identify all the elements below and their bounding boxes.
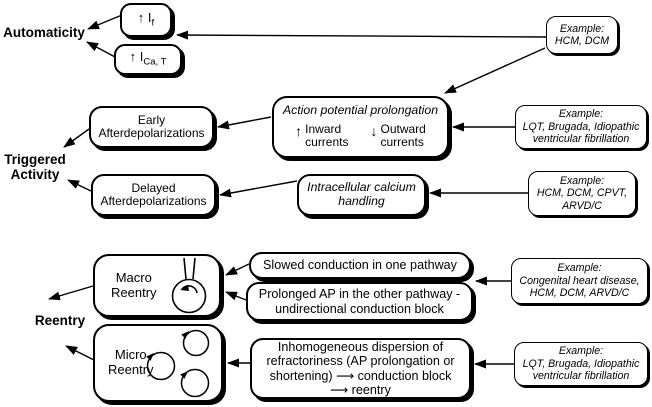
example-line: Example: <box>559 22 605 35</box>
arrow-delayed-to-triggered <box>67 179 92 192</box>
automaticity-label: Automaticity <box>3 25 85 40</box>
box-line: handling <box>338 194 385 208</box>
example-eads-box: Example: LQT, Brugada, Idiopathic ventri… <box>515 105 647 149</box>
example-line: HCM, DCM, ARVD/C <box>529 287 630 300</box>
box-line: Reentry <box>111 284 157 300</box>
arrow-prolonged-to-macro <box>225 291 247 301</box>
box-line: Prolonged AP in the other pathway - <box>258 287 461 302</box>
box-line: Inhomogeneous dispersion of <box>277 339 444 354</box>
reentry-label: Reentry <box>34 313 86 328</box>
micro-reentry-circles-icon <box>146 329 210 398</box>
box-line: refractoriness (AP prolongation or <box>266 354 455 369</box>
box-line: currents <box>305 135 349 150</box>
box-line: Micro <box>114 347 147 363</box>
box-line: currents <box>380 135 424 150</box>
arrow-calcium-to-delayed <box>219 180 298 198</box>
example-line: Congenital heart disease, <box>519 274 640 287</box>
box-line: Slowed conduction in one pathway <box>263 258 457 273</box>
example-automaticity-box: Example: HCM, DCM <box>546 16 618 54</box>
inward-currents: ↑ Inward currents <box>295 122 349 150</box>
box-line: Macro <box>115 269 152 285</box>
down-arrow-icon: ↓ <box>370 123 378 140</box>
arrow-slowed-to-macro <box>225 263 250 276</box>
arrow-if-to-automaticity <box>87 14 123 30</box>
arrow-icat-to-automaticity <box>86 41 116 58</box>
inhomogeneous-dispersion-box: Inhomogeneous dispersion of refractorine… <box>250 338 471 399</box>
macro-reentry-box: Macro Reentry <box>93 254 221 317</box>
example-line: LQT, Brugada, Idiopathic <box>522 357 640 370</box>
up-arrow-icon: ↑ <box>137 9 145 25</box>
app-currents-row: ↑ Inward currents ↓ Outward currents <box>295 122 426 150</box>
box-line: Delayed <box>131 180 176 195</box>
reentry-loop-icon <box>171 257 207 314</box>
arrow-macro-to-reentry <box>48 285 94 301</box>
example-line: ventricular fibrillation <box>532 133 630 146</box>
arrow-micro-to-reentry <box>65 345 97 362</box>
if-current-box: ↑ If <box>120 3 172 37</box>
box-line: Inward <box>305 122 342 137</box>
arrow-early-to-triggered <box>63 128 90 148</box>
intracellular-calcium-box: Intracellular calcium handling <box>297 174 426 216</box>
action-potential-prolongation-box: Action potential prolongation ↑ Inward c… <box>272 96 449 158</box>
example-line: ventricular fibrillation <box>532 370 630 383</box>
box-line: Afterdepolarizations <box>98 126 205 140</box>
example-line: HCM, DCM <box>554 35 610 47</box>
box-line: Outward <box>380 122 426 137</box>
box-line: Afterdepolarizations <box>100 194 207 208</box>
early-afterdepolarizations-box: Early Afterdepolarizations <box>89 106 214 148</box>
prolonged-ap-box: Prolonged AP in the other pathway - undi… <box>246 282 473 321</box>
triggered-activity-label: Triggered Activity <box>1 152 69 182</box>
box-line: undirectional conduction block <box>275 301 444 316</box>
arrow-app-to-early <box>217 116 272 130</box>
arrow-example-to-app <box>444 47 546 94</box>
ica-t-current-box: ↑ ICa, T <box>114 44 182 75</box>
example-macro-reentry-box: Example: Congenital heart disease, HCM, … <box>511 258 648 304</box>
triggered-activity-label-line2: Activity <box>10 167 60 183</box>
delayed-afterdepolarizations-box: Delayed Afterdepolarizations <box>91 174 216 216</box>
slowed-conduction-box: Slowed conduction in one pathway <box>249 252 471 279</box>
app-title: Action potential prolongation <box>282 103 439 118</box>
example-micro-reentry-box: Example: LQT, Brugada, Idiopathic ventri… <box>514 342 648 386</box>
outward-currents: ↓ Outward currents <box>370 122 426 150</box>
example-line: Example: <box>559 174 605 187</box>
box-line: shortening) ⟶ conduction block <box>269 368 452 383</box>
example-line: LQT, Brugada, Idiopathic <box>522 120 640 133</box>
example-dads-box: Example: HCM, DCM, CPVT, ARVD/C <box>528 171 636 216</box>
arrow-example-to-if <box>176 30 547 40</box>
box-line: Reentry <box>108 362 154 377</box>
triggered-activity-label-line1: Triggered <box>4 152 66 167</box>
if-current-text: ↑ If <box>137 9 155 29</box>
example-line: Example: <box>557 262 602 275</box>
ica-t-current-text: ↑ ICa, T <box>129 49 167 68</box>
example-line: HCM, DCM, CPVT, <box>536 187 628 200</box>
example-line: ARVD/C <box>562 199 602 212</box>
box-line: Early <box>137 112 166 127</box>
micro-reentry-box: Micro Reentry <box>93 324 223 402</box>
up-arrow-icon: ↑ <box>295 123 303 140</box>
up-arrow-icon: ↑ <box>129 49 137 65</box>
example-line: Example: <box>558 345 604 358</box>
example-line: Example: <box>558 108 604 121</box>
box-line: Intracellular calcium <box>307 180 416 195</box>
box-line: ⟶ reentry <box>330 382 391 397</box>
